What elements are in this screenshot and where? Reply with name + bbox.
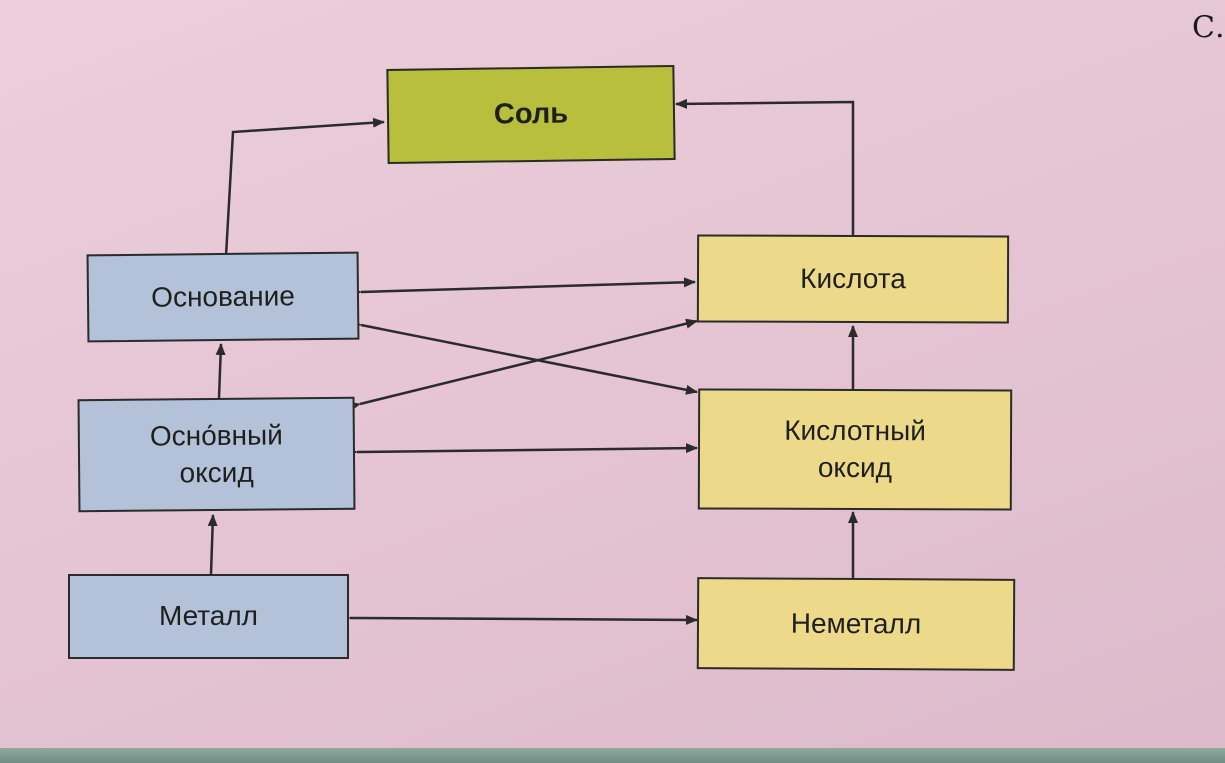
arrow-basic-oxide-to-base — [215, 343, 226, 399]
arrow-acid-to-salt — [675, 98, 855, 237]
node-acidic-oxide: Кислотный оксид — [697, 388, 1013, 511]
corner-text: С. — [1192, 10, 1225, 45]
node-metal: Металл — [68, 574, 349, 659]
node-basic-oxide: Осно́вный оксид — [77, 396, 356, 513]
arrow-metal-nonmetal — [338, 612, 698, 625]
arrow-basic-oxide-acid — [348, 318, 698, 412]
node-nonmetal: Неметалл — [696, 577, 1016, 671]
arrow-base-to-salt — [224, 117, 385, 257]
arrow-metal-to-basic-oxide — [207, 514, 218, 575]
node-acid: Кислота — [696, 234, 1010, 324]
node-base: Основание — [86, 251, 360, 343]
arrow-base-acid — [349, 277, 696, 298]
page-bottom-edge — [0, 748, 1225, 763]
arrow-basic-oxide-acidic-oxide — [345, 443, 698, 458]
arrow-base-acidic-oxide — [349, 317, 698, 395]
node-salt: Соль — [386, 64, 676, 165]
